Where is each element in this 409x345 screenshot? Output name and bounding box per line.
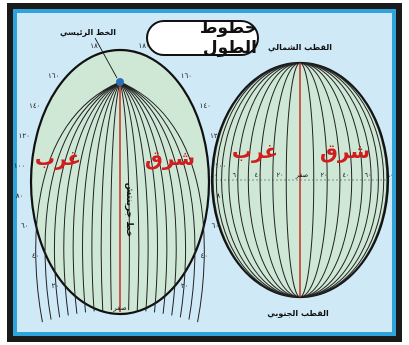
left-pole-zero: صفر — [112, 304, 126, 312]
right-equator-label: ٨٠ — [387, 171, 394, 179]
right-equator-label: ٢٠ — [321, 171, 328, 179]
right-equator-label: ٢٠ — [277, 171, 284, 179]
left-degree-label: ٢٠ — [181, 282, 189, 290]
right-south-pole-label: القطب الجنوبي — [267, 309, 329, 318]
right-equator-label: ٦٠ — [233, 171, 240, 179]
left-degree-label: ٦٠ — [21, 222, 29, 230]
left-degree-label: ١٤٠ — [29, 102, 40, 110]
right-equator-labels: ٨٠ ٦٠ ٤٠ ٢٠ صفر ٢٠ ٤٠ ٦٠ ٨٠ — [211, 171, 394, 179]
left-degree-label: ٨٠ — [16, 192, 24, 200]
left-degree-label: ١٨٠ — [90, 42, 101, 50]
left-degree-label: ٢٠ — [52, 282, 60, 290]
left-degree-label: ٨٠ — [217, 192, 225, 200]
right-equator-label: ٤٠ — [255, 171, 262, 179]
left-west-label: غرب — [35, 146, 81, 170]
left-degree-label: ٤٠ — [201, 252, 209, 260]
left-degree-label: ١٦٠ — [181, 72, 192, 80]
left-top-label: الخط الرئيسي — [60, 28, 116, 37]
right-east-label: شرق — [320, 139, 370, 163]
left-degree-label: ١٦٠ — [48, 72, 59, 80]
left-degree-label: ٦٠ — [211, 222, 219, 230]
left-degree-label: ٤٠ — [32, 252, 40, 260]
left-degree-label: ١٤٠ — [200, 102, 211, 110]
right-globe — [212, 63, 388, 297]
left-degree-label: ١٠٠ — [215, 162, 226, 170]
left-degree-label: ١٢٠ — [210, 132, 221, 140]
left-degree-label: ١٠٠ — [14, 162, 25, 170]
left-east-label: شرق — [145, 146, 195, 170]
left-degree-label: ١٢٠ — [19, 132, 30, 140]
diagram-title: خطوط الطول — [146, 20, 259, 56]
right-equator-label: صفر — [295, 171, 309, 179]
right-west-label: غرب — [232, 139, 278, 163]
left-meridian-label: خط جرينتش — [124, 183, 134, 238]
left-convergence-point — [116, 78, 124, 86]
right-equator-label: ٤٠ — [343, 171, 350, 179]
right-equator-label: ٨٠ — [211, 171, 218, 179]
right-north-pole-label: القطب الشمالي — [268, 43, 332, 52]
right-equator-label: ٦٠ — [365, 171, 372, 179]
